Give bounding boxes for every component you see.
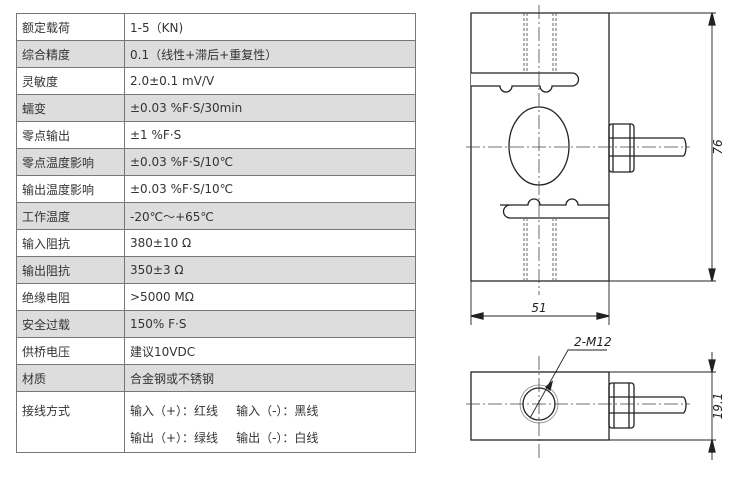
spec-label: 接线方式 [16,391,125,453]
wire-in-plus: 输入（+）：红线 [130,404,219,418]
spec-value: 1-5（KN) [124,13,416,41]
front-view: 76 51 [466,5,725,325]
spec-value: 150% F·S [124,310,416,338]
table-row: 接线方式 输入（+）：红线 输入（-）：黑线 输出（+）：绿线 输出（-）：白线 [16,391,416,453]
spec-label: 综合精度 [16,40,125,68]
spec-label: 零点输出 [16,121,125,149]
spec-value: ±1 %F·S [124,121,416,149]
table-row: 输出温度影响±0.03 %F·S/10℃ [16,175,416,203]
width-dimension: 51 [531,301,546,315]
spec-value: 0.1（线性+滞后+重复性） [124,40,416,68]
spec-value: ±0.03 %F·S/30min [124,94,416,122]
table-row: 供桥电压建议10VDC [16,337,416,365]
spec-label: 输入阻抗 [16,229,125,257]
spec-value: -20℃～+65℃ [124,202,416,230]
table-row: 零点输出±1 %F·S [16,121,416,149]
spec-label: 输出温度影响 [16,175,125,203]
table-row: 蠕变±0.03 %F·S/30min [16,94,416,122]
spec-value: 建议10VDC [124,337,416,365]
spec-label: 安全过载 [16,310,125,338]
spec-label: 输出阻抗 [16,256,125,284]
table-row: 绝缘电阻>5000 MΩ [16,283,416,311]
spec-label: 额定载荷 [16,13,125,41]
wire-out-minus: 输出（-）：白线 [236,431,319,445]
spec-value: ±0.03 %F·S/10℃ [124,148,416,176]
spec-value: >5000 MΩ [124,283,416,311]
wiring-values: 输入（+）：红线 输入（-）：黑线 输出（+）：绿线 输出（-）：白线 [124,391,416,453]
spec-value: 2.0±0.1 mV/V [124,67,416,95]
wire-in-minus: 输入（-）：黑线 [236,404,319,418]
spec-label: 工作温度 [16,202,125,230]
bottom-view: 2-M12 19.1 [466,335,725,460]
spec-label: 绝缘电阻 [16,283,125,311]
table-row: 工作温度-20℃～+65℃ [16,202,416,230]
thickness-dimension: 19.1 [711,393,725,420]
spec-value: ±0.03 %F·S/10℃ [124,175,416,203]
thread-label: 2-M12 [574,335,612,349]
spec-label: 零点温度影响 [16,148,125,176]
spec-label: 蠕变 [16,94,125,122]
spec-label: 供桥电压 [16,337,125,365]
wire-out-plus: 输出（+）：绿线 [130,431,219,445]
height-dimension: 76 [711,139,725,155]
table-row: 零点温度影响±0.03 %F·S/10℃ [16,148,416,176]
spec-value: 350±3 Ω [124,256,416,284]
